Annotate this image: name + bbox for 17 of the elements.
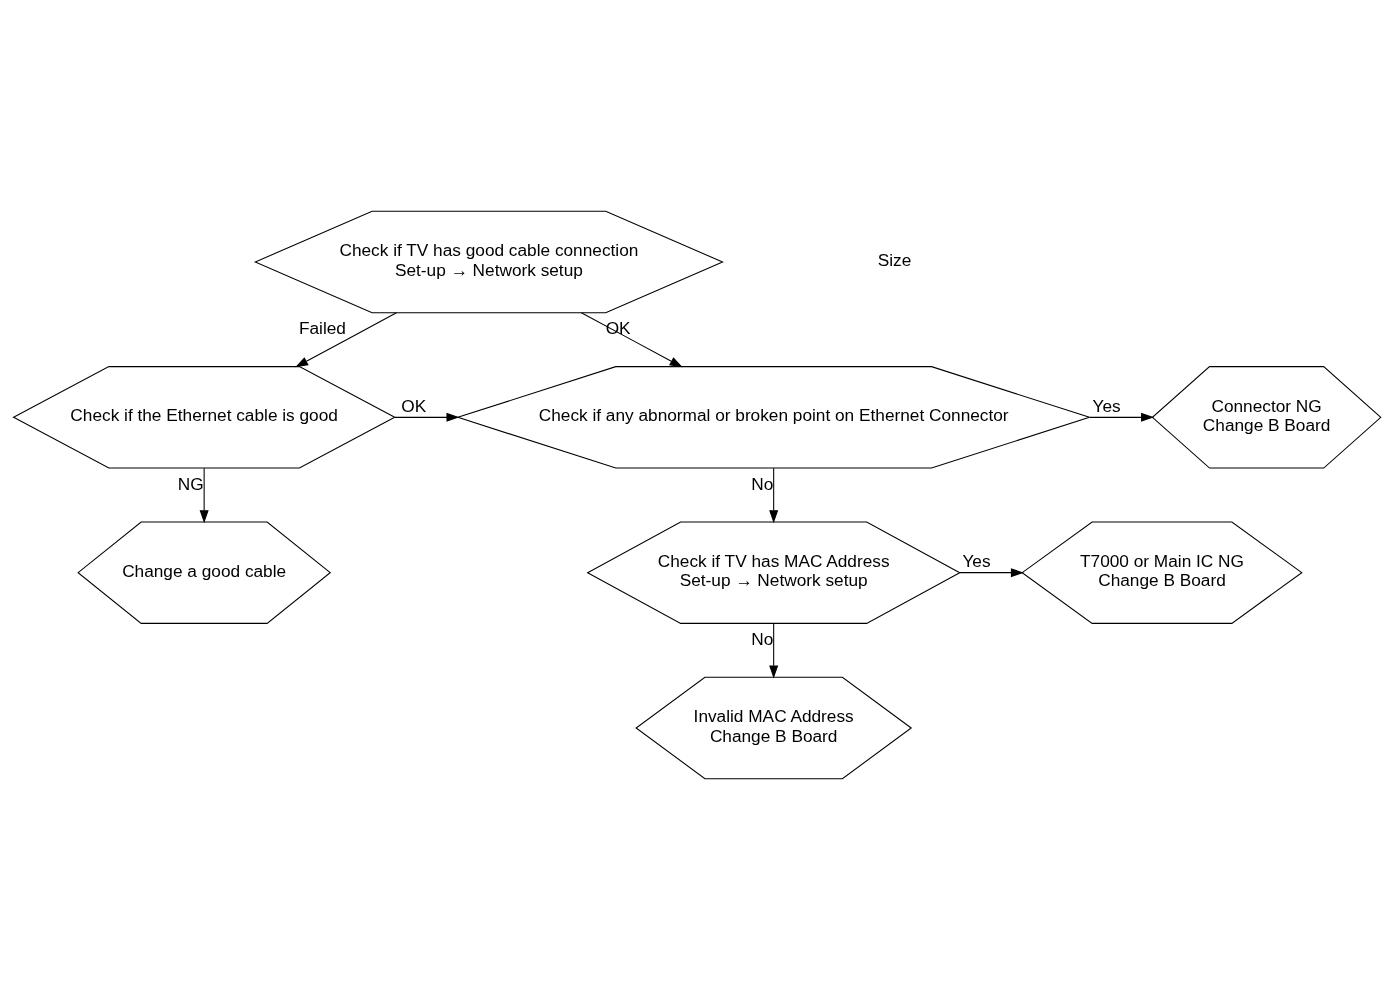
edge-label: No <box>751 473 774 494</box>
edge-label: NG <box>177 473 204 494</box>
edge-label: OK <box>401 395 427 416</box>
arrow <box>959 567 1024 577</box>
arrow <box>394 412 460 422</box>
label: Size <box>877 249 912 270</box>
arrow <box>580 311 683 367</box>
edge-label: Yes <box>1092 395 1121 416</box>
arrow <box>769 622 779 679</box>
arrow <box>1089 412 1155 422</box>
arrow <box>769 467 779 523</box>
arrow <box>199 467 209 523</box>
edge-label: No <box>751 628 774 649</box>
edge-label: OK <box>605 317 631 338</box>
edge-label: Failed <box>298 317 346 338</box>
edge-label: Yes <box>962 550 991 571</box>
arrow <box>295 311 397 367</box>
